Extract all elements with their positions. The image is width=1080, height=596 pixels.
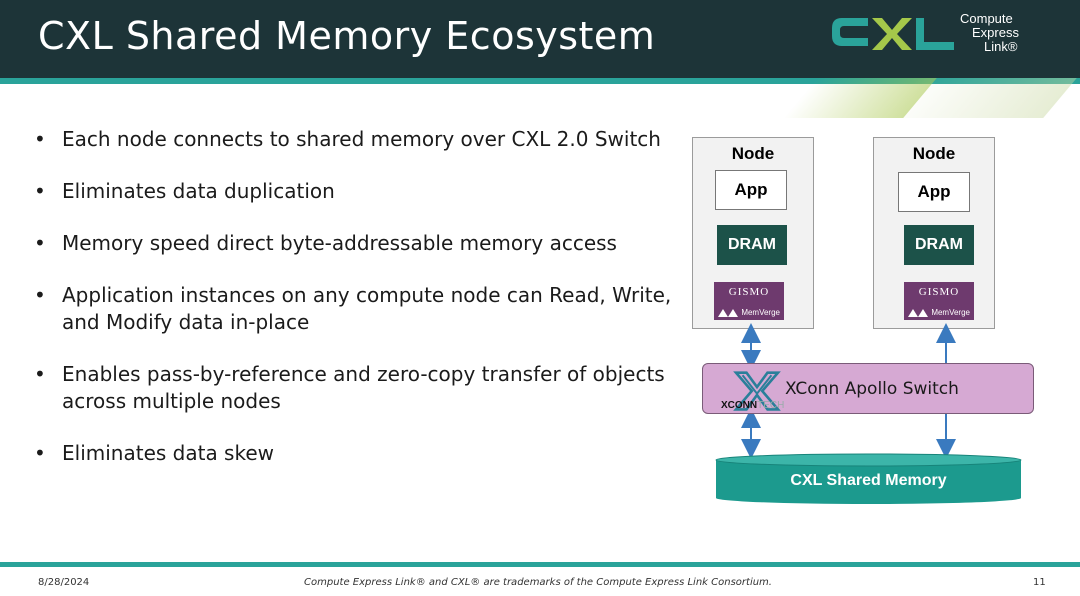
xconn-light: TECH (757, 400, 785, 411)
xconn-x-icon (733, 371, 781, 411)
gismo-label: GISMO (728, 286, 770, 298)
node-title: Node (912, 144, 956, 163)
xconn-bold: XCONN (721, 400, 758, 411)
xconn-apollo-switch: XCONNTECH XConn Apollo Switch (702, 363, 1034, 414)
page-number: 11 (1033, 577, 1046, 588)
cxl-logo-mark-icon (832, 18, 954, 50)
cxl-logo: Compute Express Link® (828, 8, 1068, 68)
xconn-wordmark: XCONNTECH (721, 400, 784, 411)
footer-divider (0, 562, 1080, 567)
footer-trademark-note: Compute Express Link® and CXL® are trade… (304, 577, 772, 588)
bullet-item: Application instances on any compute nod… (34, 282, 674, 336)
header-accent-stripe (0, 78, 1080, 84)
cxl-logo-wordmark: Compute Express Link® (960, 12, 1019, 54)
bullet-item: Enables pass-by-reference and zero-copy … (34, 361, 674, 415)
node-title: Node (731, 144, 775, 163)
vendor-label: MemVerge (931, 308, 970, 317)
bullet-item: Eliminates data duplication (34, 178, 674, 205)
node-box-2: Node App DRAM GISMO MemVerge (873, 137, 995, 329)
logo-line-compute: Compute (960, 11, 1013, 26)
bullet-item: Memory speed direct byte-addressable mem… (34, 230, 674, 257)
switch-label: XConn Apollo Switch (785, 379, 959, 399)
memverge-icon (718, 309, 738, 317)
dram-box: DRAM (717, 225, 787, 265)
shared-memory-label: CXL Shared Memory (790, 472, 947, 489)
node-box-1: Node App DRAM GISMO MemVerge (692, 137, 814, 329)
gismo-memverge-logo: GISMO MemVerge (904, 282, 974, 320)
gismo-memverge-logo: GISMO MemVerge (714, 282, 784, 320)
memverge-icon (908, 309, 928, 317)
vendor-label: MemVerge (741, 308, 780, 317)
logo-line-link: Link® (984, 39, 1018, 54)
decorative-slash (883, 78, 1077, 118)
bullet-item: Each node connects to shared memory over… (34, 126, 674, 153)
bullet-list: Each node connects to shared memory over… (34, 126, 674, 467)
gismo-label: GISMO (918, 286, 960, 298)
slide-title: CXL Shared Memory Ecosystem (38, 14, 656, 58)
bullet-item: Eliminates data skew (34, 440, 674, 467)
app-box: App (898, 172, 970, 212)
logo-line-express: Express (972, 25, 1019, 40)
app-box: App (715, 170, 787, 210)
dram-box: DRAM (904, 225, 974, 265)
footer-date: 8/28/2024 (38, 577, 90, 588)
